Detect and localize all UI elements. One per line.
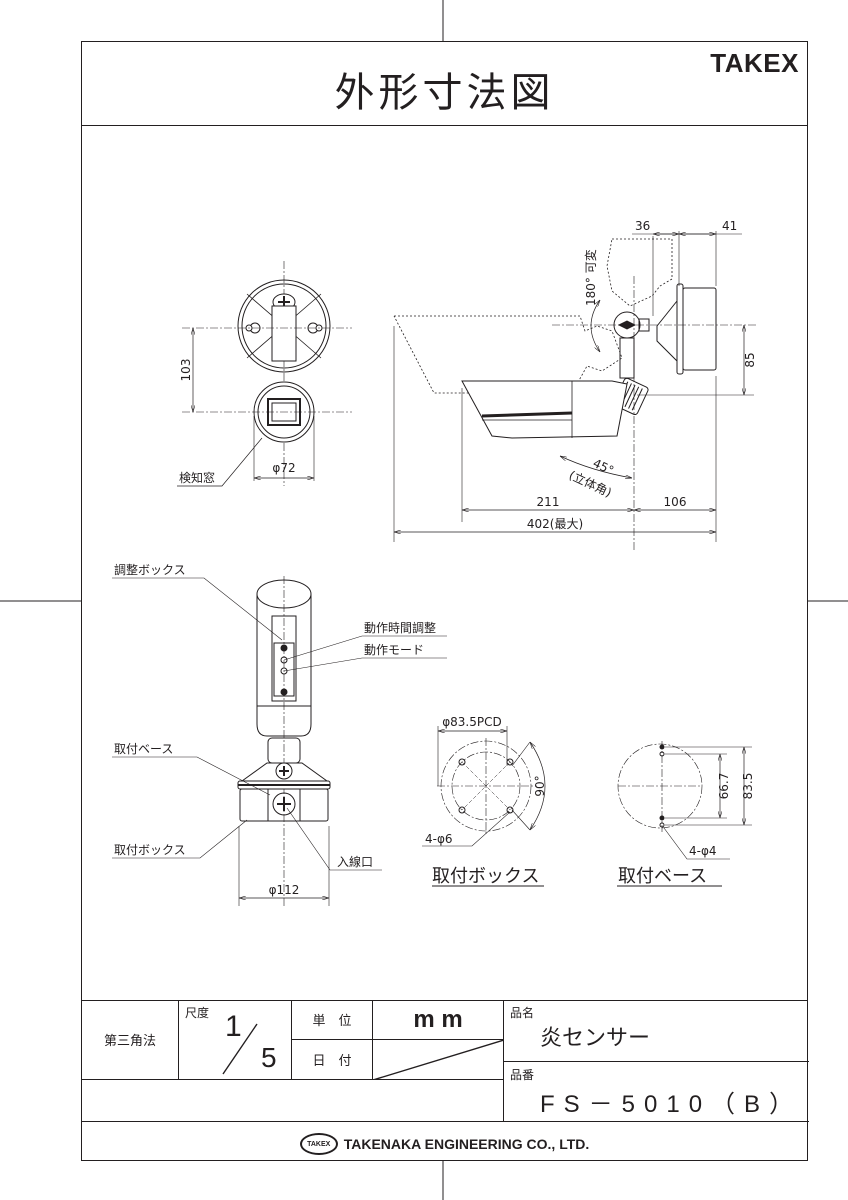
box-angle-90: 90° (533, 775, 547, 796)
unit-label: 単 位 (312, 1014, 352, 1029)
page-title: 外形寸法図 (334, 70, 555, 116)
title-row: 外形寸法図 TAKEX (82, 42, 807, 126)
side-dim-41: 41 (722, 219, 737, 233)
mount-base-view (617, 741, 752, 887)
label-mount-base: 取付ベース (114, 742, 173, 756)
side-dim-106: 106 (664, 495, 687, 509)
date-label-cell: 日 付 (292, 1040, 373, 1080)
front-dim-103: 103 (179, 359, 193, 382)
label-mount-box: 取付ボックス (114, 843, 186, 857)
base-dim-66-7: 66.7 (717, 773, 731, 800)
unit-value: m m (413, 1005, 463, 1033)
base-dim-83-5: 83.5 (741, 773, 755, 800)
takex-logo-icon: TAKEX (299, 1133, 338, 1155)
base-holes-label: 4-φ4 (689, 844, 717, 858)
label-adjust-box: 調整ボックス (114, 562, 186, 577)
unit-label-cell: 単 位 (292, 1000, 373, 1040)
blank-cell (82, 1080, 504, 1122)
projection-label: 第三角法 (103, 1034, 156, 1049)
side-dim-211: 211 (537, 495, 560, 509)
product-number-cell: 品番 FS－5010（B） (504, 1062, 809, 1122)
box-pcd-label: φ83.5PCD (442, 715, 502, 729)
product-name-cell: 品名 炎センサー (504, 1000, 809, 1062)
product-number-label: 品番 (510, 1068, 535, 1082)
rear-view (112, 576, 447, 906)
brand-logo: TAKEX (710, 48, 799, 78)
front-view (177, 261, 352, 487)
side-angle-45: 45° (591, 456, 616, 478)
mount-box-view (422, 726, 546, 887)
label-timer-adjust: 動作時間調整 (364, 620, 436, 635)
side-rotation-label: 180° 可変 (583, 249, 598, 306)
date-label: 日 付 (312, 1054, 352, 1069)
scale-numerator: 1 (225, 1010, 242, 1043)
front-dim-72: φ72 (272, 461, 295, 475)
product-number: FS－5010（B） (540, 1091, 803, 1118)
label-detection-window: 検知窓 (179, 470, 215, 485)
side-dim-402: 402(最大) (527, 517, 583, 531)
scale-cell: 尺度 1 5 (179, 1000, 292, 1080)
box-holes-label: 4-φ6 (425, 832, 453, 846)
date-value-cell (373, 1040, 504, 1080)
label-operation-mode: 動作モード (364, 643, 424, 657)
company-name: TAKENAKA ENGINEERING CO., LTD. (343, 1136, 590, 1152)
base-caption: 取付ベース (618, 866, 707, 887)
projection-cell: 第三角法 (82, 1000, 179, 1080)
product-name-label: 品名 (510, 1006, 535, 1020)
title-block: 第三角法 尺度 1 5 単 位 m m 日 付 品名 炎センサー 品番 FS－5… (82, 1000, 809, 1162)
side-view (393, 231, 757, 551)
side-dim-36: 36 (635, 219, 650, 233)
rear-dim-112: φ112 (269, 883, 300, 897)
scale-label: 尺度 (185, 1006, 210, 1020)
product-name: 炎センサー (540, 1026, 651, 1051)
unit-value-cell: m m (373, 1000, 504, 1040)
drawing-canvas: 103 φ72 検知窓 36 41 180° 可変 85 45° (立体角) 2… (112, 219, 757, 906)
footer: TAKEX TAKENAKA ENGINEERING CO., LTD. (82, 1126, 807, 1162)
label-cable-entry: 入線口 (337, 854, 373, 869)
box-caption: 取付ボックス (432, 866, 539, 887)
scale-denominator: 5 (261, 1042, 277, 1073)
drawing-sheet: 外形寸法図 TAKEX (81, 41, 809, 1162)
side-dim-85: 85 (743, 352, 757, 367)
